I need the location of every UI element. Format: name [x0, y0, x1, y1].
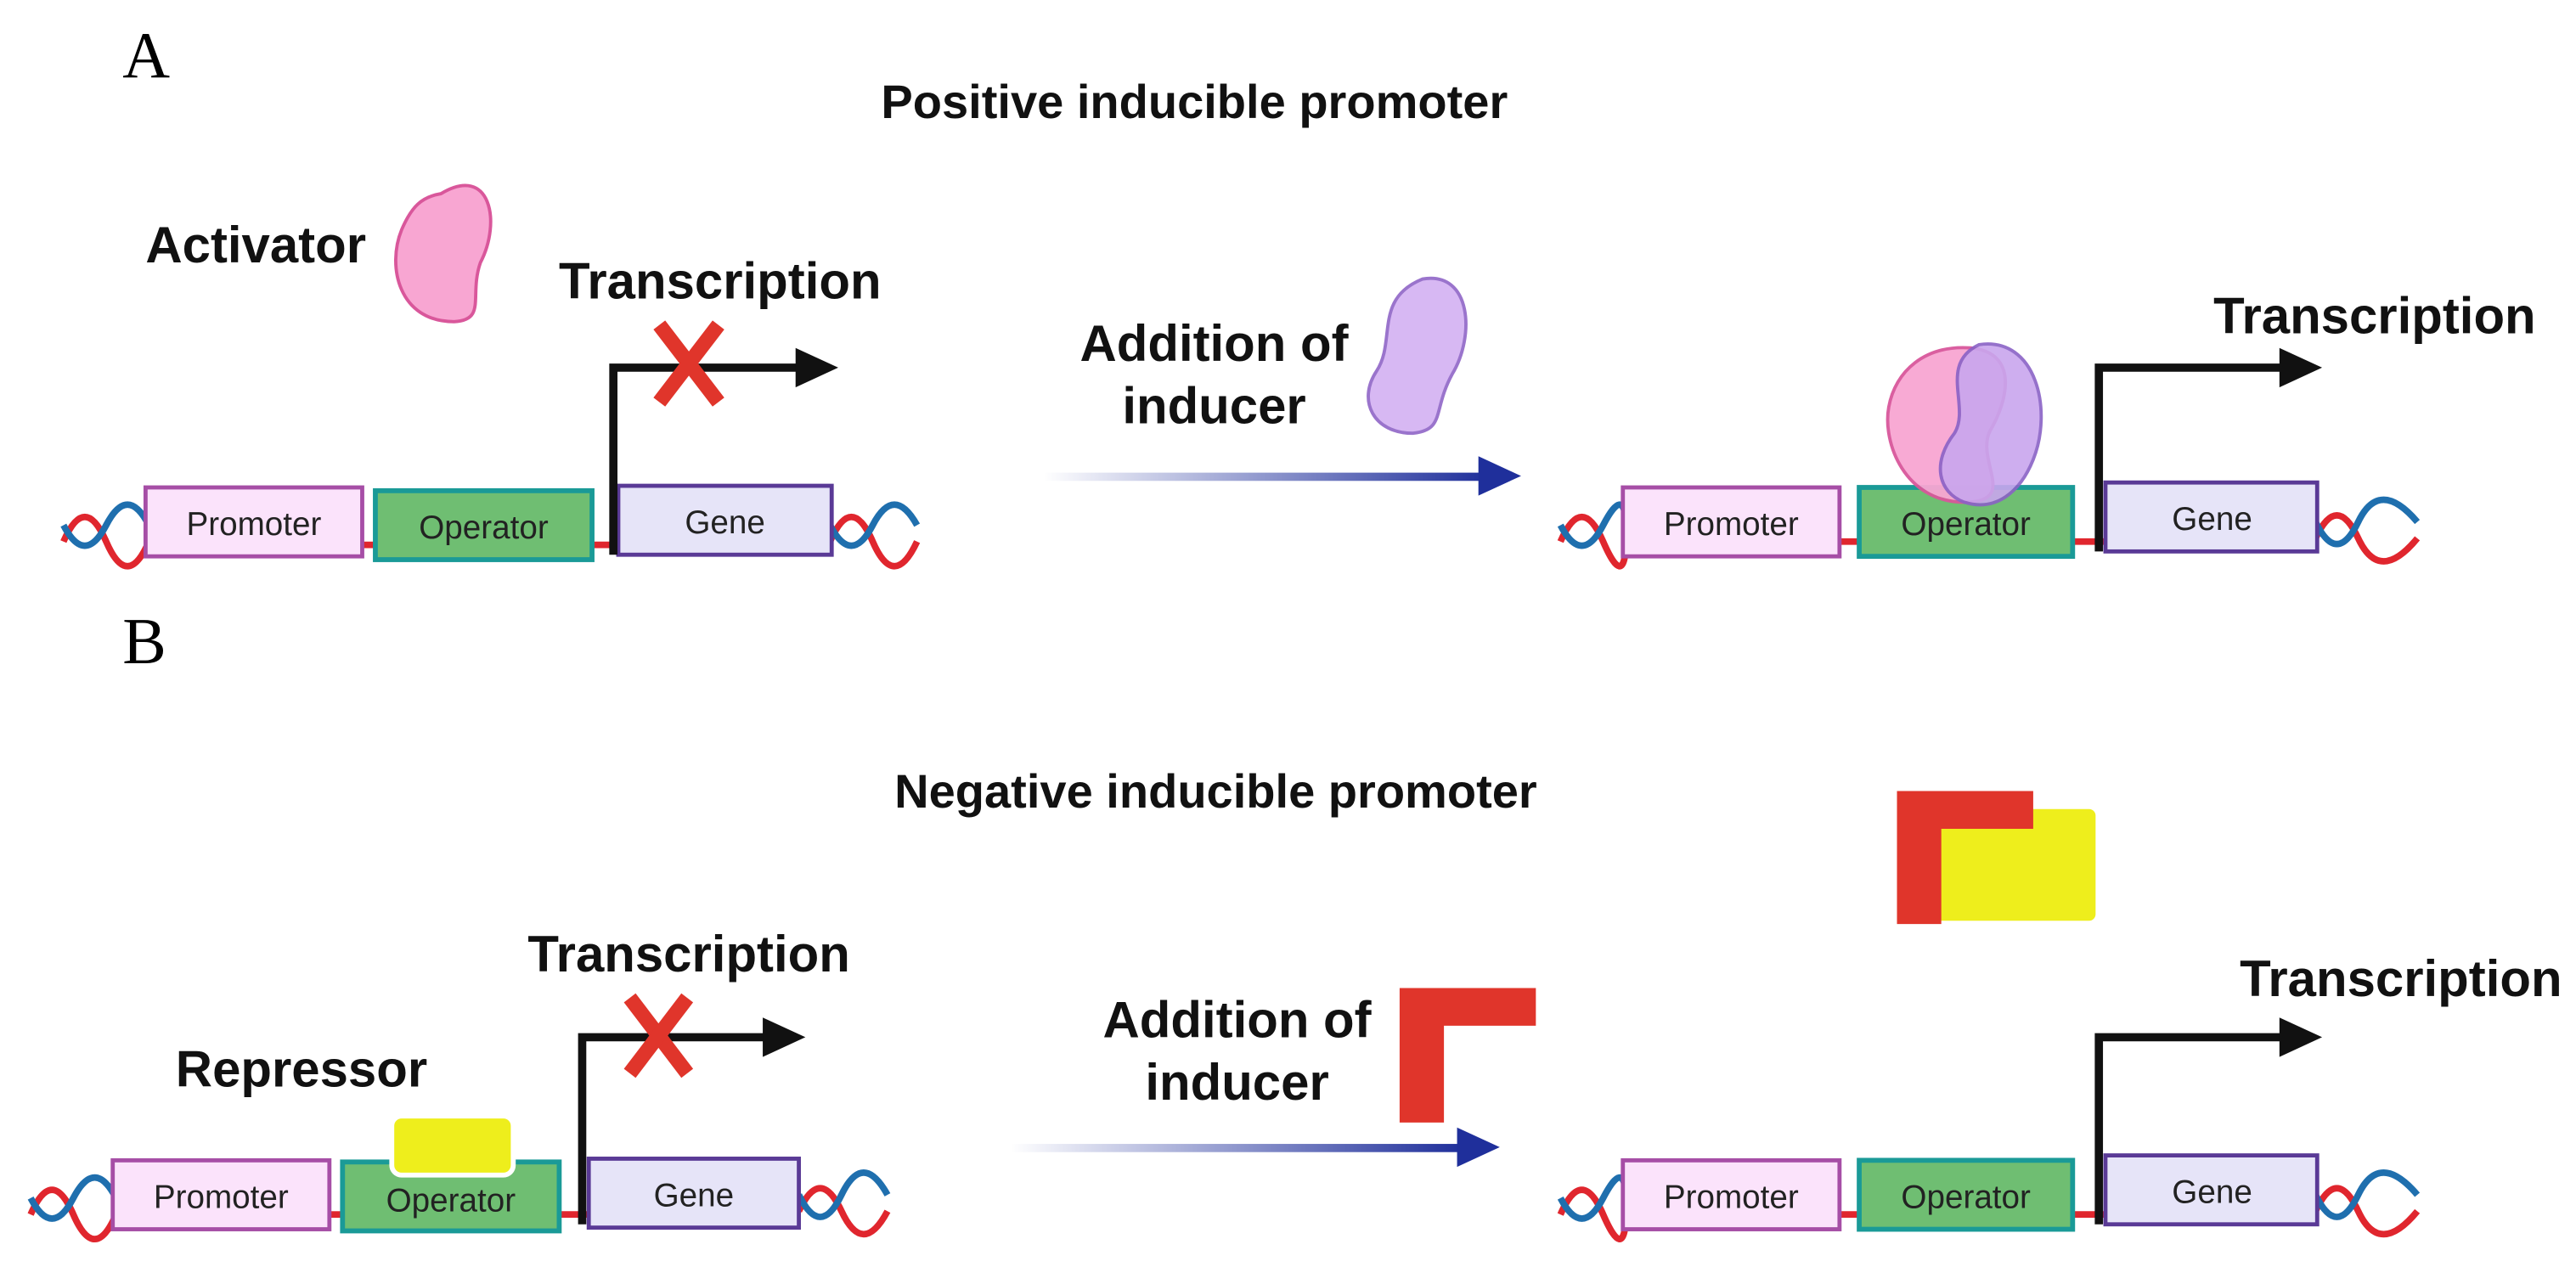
promoter-box-a-before — [143, 485, 364, 559]
transcription-active-label-b: Transcription — [2240, 950, 2562, 1007]
dna-strand-b-before — [27, 1169, 891, 1242]
promoter-box-b-before — [110, 1157, 332, 1231]
operator-box-b-after — [1857, 1157, 2076, 1232]
operator-label: Operator — [1901, 1179, 2031, 1215]
promoter-box-b-after — [1621, 1157, 1842, 1231]
inducer-molecule-icon — [1367, 276, 1468, 436]
addition-label-line2-b: inducer — [1145, 1054, 1328, 1111]
operator-label: Operator — [386, 1182, 516, 1219]
gene-box-b-before — [586, 1157, 801, 1230]
gene-box-a-after — [2103, 480, 2320, 554]
activator-label: Activator — [145, 217, 366, 273]
transcription-arrow-active-a — [2094, 347, 2323, 552]
transcription-blocked-label-a: Transcription — [559, 253, 881, 310]
panel-letter-a: A — [122, 19, 170, 92]
addition-label-line1-b: Addition of — [1103, 991, 1373, 1048]
repressor-label: Repressor — [176, 1040, 427, 1097]
repressor-inducer-complex-icon — [1897, 791, 2096, 925]
reaction-arrow-a — [1043, 456, 1521, 496]
activator-protein-icon — [394, 183, 493, 324]
promoter-label: Promoter — [1664, 1179, 1799, 1215]
panel-b-title: Negative inducible promoter — [894, 764, 1537, 818]
transcription-active-label-a: Transcription — [2213, 287, 2535, 344]
panel-a-title: Positive inducible promoter — [881, 75, 1508, 128]
blocked-x-icon — [653, 320, 724, 407]
panel-letter-b: B — [122, 605, 166, 678]
operator-label: Operator — [1901, 506, 2031, 543]
gene-label: Gene — [2172, 1174, 2252, 1211]
gene-label: Gene — [654, 1177, 735, 1214]
blocked-x-icon — [623, 993, 694, 1078]
gene-label: Gene — [2172, 501, 2252, 538]
promoter-label: Promoter — [154, 1179, 289, 1215]
repressor-protein-icon — [389, 1113, 516, 1178]
inducer-molecule-b-icon — [1399, 988, 1536, 1123]
transcription-arrow-blocked-b — [578, 1017, 806, 1225]
reaction-arrow-b — [1010, 1127, 1500, 1168]
promoter-label: Promoter — [186, 506, 321, 543]
gene-box-a-before — [616, 483, 834, 557]
addition-label-line2-a: inducer — [1122, 378, 1305, 435]
transcription-arrow-blocked-a — [609, 347, 838, 555]
gene-box-b-after — [2103, 1153, 2320, 1227]
transcription-arrow-active-b — [2094, 1017, 2323, 1225]
promoter-box-a-after — [1621, 485, 1842, 559]
operator-box-a-before — [373, 487, 595, 562]
transcription-blocked-label-b: Transcription — [527, 926, 849, 983]
operator-label: Operator — [419, 510, 549, 546]
gene-label: Gene — [685, 504, 765, 541]
activator-inducer-complex-icon — [1885, 342, 2043, 507]
dna-strand-a-before — [60, 501, 921, 570]
addition-label-line1-a: Addition of — [1079, 315, 1349, 372]
promoter-label: Promoter — [1664, 506, 1799, 543]
